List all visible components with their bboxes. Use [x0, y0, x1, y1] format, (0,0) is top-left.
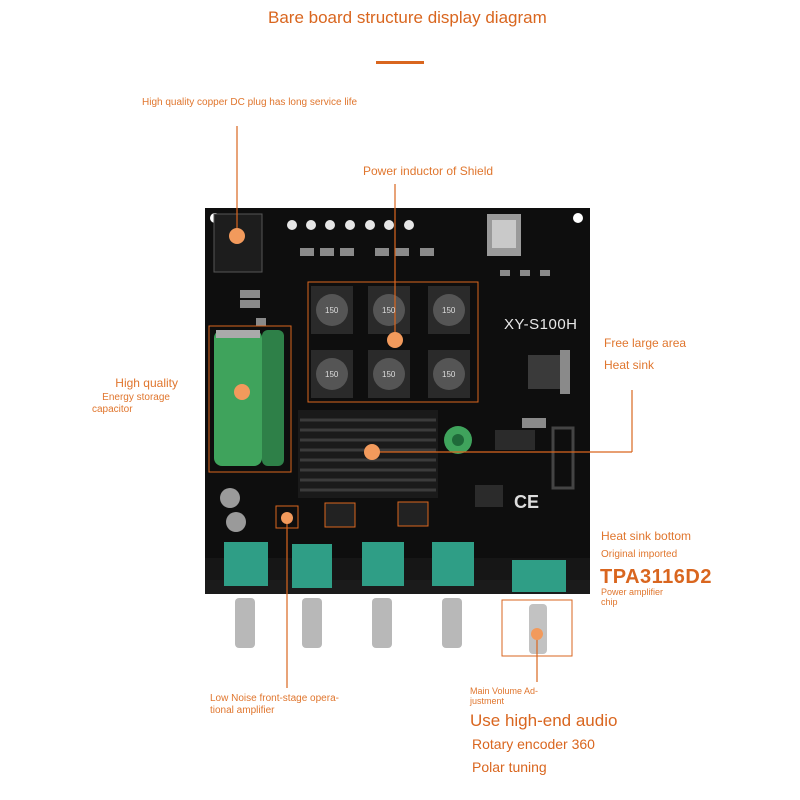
free-area-label: Free large area: [604, 336, 687, 350]
small-capacitor: [220, 488, 240, 508]
opamp-chip: [397, 501, 429, 527]
crystal: [522, 418, 546, 428]
antenna-trace: [551, 426, 575, 490]
encoder-label-3: Polar tuning: [472, 759, 547, 775]
volume-label-2: justment: [470, 696, 505, 706]
encoder-label-2: Rotary encoder 360: [472, 736, 595, 752]
capacitor-label-2: Energy storage: [102, 392, 170, 403]
heat-sink-bottom-label: Heat sink bottom: [601, 529, 692, 543]
callout-markers: [229, 228, 543, 640]
chip-desc-label-2: chip: [601, 597, 618, 607]
inductor-marking: 150: [325, 306, 339, 315]
opamp-label-2: tional amplifier: [210, 705, 275, 716]
power-inductors: [311, 286, 470, 398]
small-capacitor: [226, 512, 246, 532]
chip-name-label: TPA3116D2: [600, 566, 712, 588]
ce-mark-icon: CE: [514, 492, 539, 512]
inductor-group-outline: [307, 281, 479, 403]
inductor-marking: 150: [442, 370, 456, 379]
potentiometer-blocks: [224, 542, 566, 592]
energy-storage-capacitor: [208, 325, 292, 473]
page-title: Bare board structure display diagram: [268, 8, 547, 27]
ic-chip: [495, 430, 535, 450]
opamp-chip: [324, 502, 356, 528]
inductor-label: Power inductor of Shield: [363, 164, 494, 178]
title-underline: [376, 61, 424, 64]
inductor-marking: 150: [442, 306, 456, 315]
inductor-marking: 150: [382, 306, 396, 315]
capacitor-label-3: capacitor: [92, 404, 133, 415]
heat-sink-label: Heat sink: [604, 358, 655, 372]
original-imported-label: Original imported: [601, 549, 678, 560]
inductor-marking: 150: [382, 370, 396, 379]
dc-plug-label: High quality copper DC plug has long ser…: [142, 97, 358, 108]
opamp-label-1: Low Noise front-stage opera-: [210, 693, 339, 704]
voltage-regulator: [528, 355, 564, 389]
inductor-marking: 150: [325, 370, 339, 379]
chip-desc-label-1: Power amplifier: [601, 587, 664, 597]
capacitor-label-1: High quality: [115, 376, 178, 390]
board-model-label: XY-S100H: [504, 316, 578, 333]
knob-shafts: [235, 598, 547, 654]
mount-hole: [573, 213, 583, 223]
encoder-label-1: Use high-end audio: [470, 711, 618, 730]
volume-label-1: Main Volume Ad-: [470, 686, 539, 696]
screw-terminals: [287, 220, 414, 230]
ic-chip: [475, 485, 503, 507]
